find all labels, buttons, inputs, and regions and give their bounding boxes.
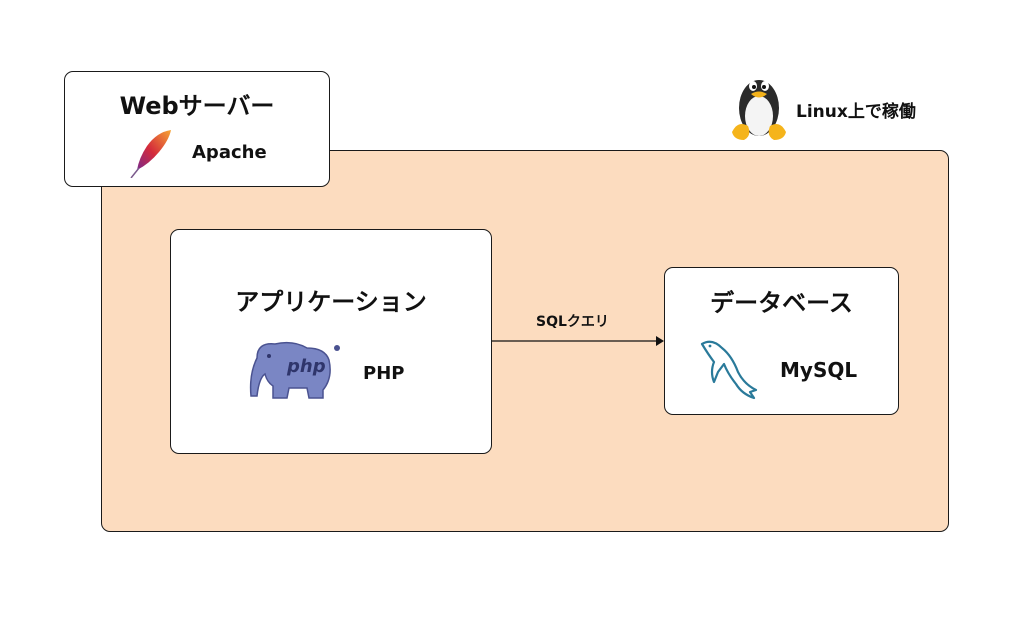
web-server-box: Webサーバー Apache [64,71,330,187]
mysql-dolphin-icon [700,340,758,400]
mysql-label: MySQL [780,358,858,382]
application-title: アプリケーション [235,288,427,316]
apache-feather-icon [130,130,171,178]
os-label: Linux上で稼働 [796,102,916,122]
database-box: データベース MySQL [664,267,899,415]
php-elephant-icon: php [249,341,340,399]
php-label: PHP [363,363,405,384]
application-box: アプリケーション php PHP [170,229,492,454]
web-server-title: Webサーバー [119,92,275,120]
sql-query-arrow [492,336,664,346]
apache-label: Apache [192,142,267,163]
database-title: データベース [710,289,853,317]
tux-penguin-icon [732,80,786,140]
sql-query-label: SQLクエリ [536,314,609,330]
svg-text:php: php [286,356,326,377]
